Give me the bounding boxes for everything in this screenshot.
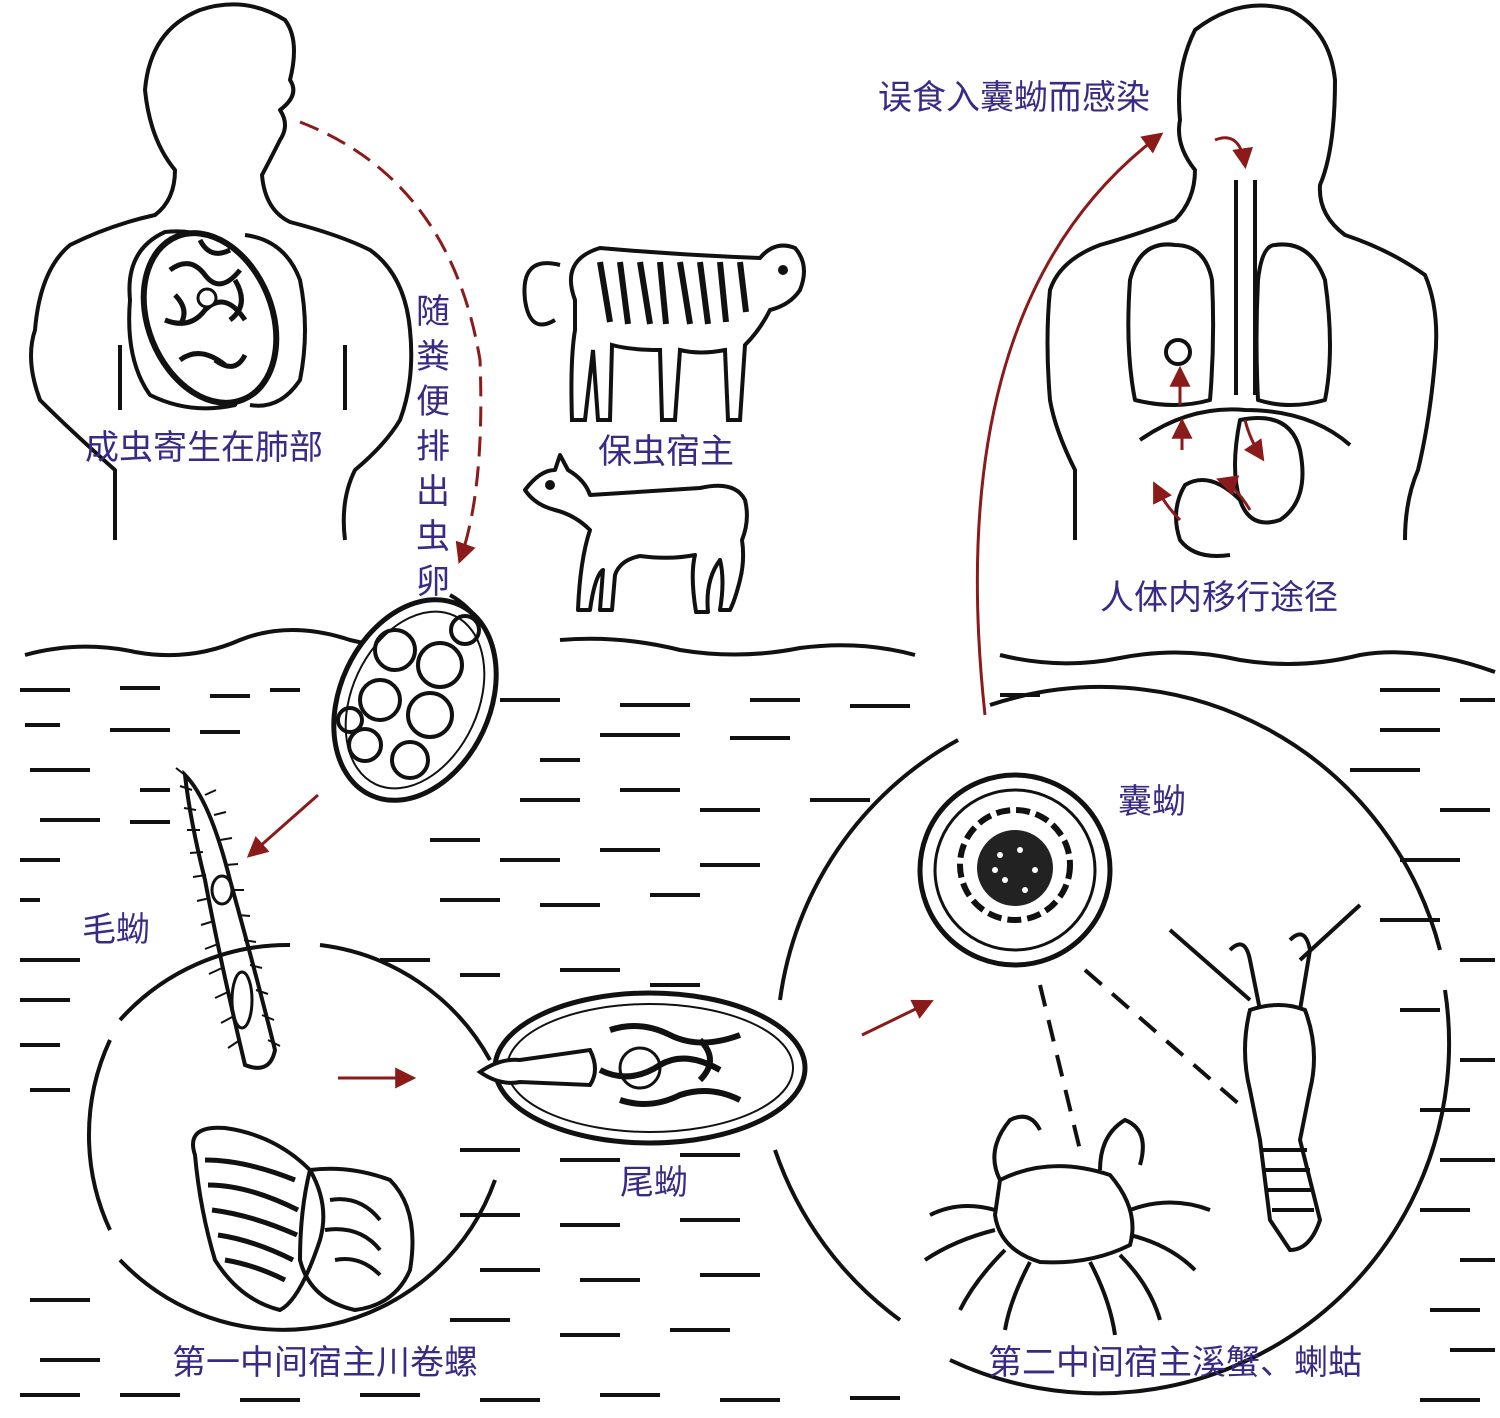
label-miracidium: 毛蚴 (82, 910, 150, 950)
label-reservoir-host: 保虫宿主 (598, 432, 734, 472)
human-migration (1045, 3, 1439, 558)
cercaria (476, 990, 808, 1146)
label-metacercaria: 囊蚴 (1118, 782, 1186, 822)
pointer-lines (1038, 968, 1242, 1151)
water-surface (24, 628, 1496, 674)
adult-fluke (140, 230, 280, 406)
label-migration-path: 人体内移行途径 (1100, 578, 1338, 618)
label-first-host: 第一中间宿主川卷螺 (172, 1343, 478, 1383)
migration-arrows (1153, 136, 1265, 522)
metacercaria (917, 772, 1113, 968)
arrow-to-egg (299, 120, 483, 564)
label-infection-route: 误食入囊蚴而感染 (878, 78, 1150, 118)
label-second-host: 第二中间宿主溪蟹、蝲蛄 (988, 1343, 1362, 1383)
crab-icon (923, 1114, 1211, 1336)
label-adult-in-lung: 成虫寄生在肺部 (85, 428, 323, 468)
arrow-to-human (975, 132, 1164, 716)
label-cercaria: 尾蚴 (620, 1163, 688, 1203)
label-eggs-in-feces: 随粪便排出虫卵 (416, 292, 450, 602)
first-host-circle (86, 942, 497, 1332)
tiger-icon (522, 243, 806, 422)
arrow-cercaria-to-metacercaria (861, 999, 934, 1037)
dog-icon (523, 453, 749, 614)
miracidium (175, 767, 281, 1070)
second-host-circle (773, 684, 1452, 1396)
crayfish-icon (1168, 903, 1362, 1253)
snail-icon (191, 1125, 415, 1313)
fluke-egg (331, 593, 499, 803)
arrow-egg-to-miracidium (246, 793, 319, 858)
